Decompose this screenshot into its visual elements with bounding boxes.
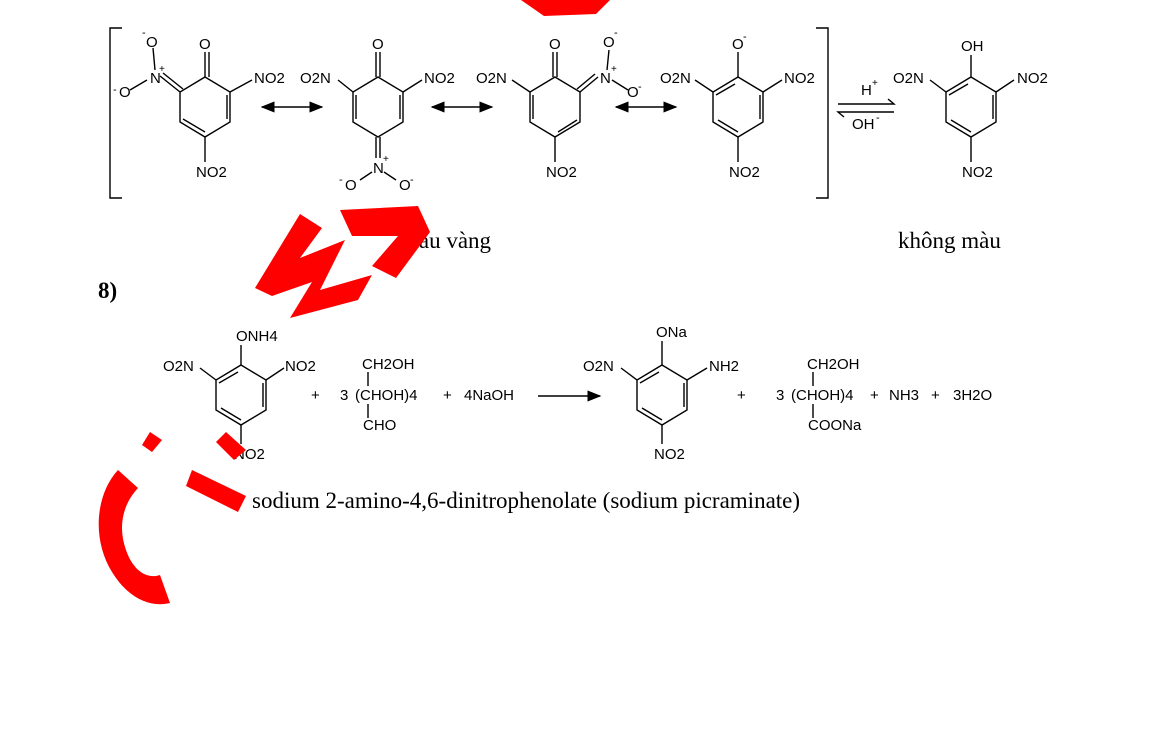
colorless-label: không màu: [898, 228, 1001, 253]
res1-top-o: O: [199, 36, 211, 53]
res4-left-o2n: O2N: [660, 70, 691, 87]
res4-right-no2: NO2: [784, 70, 815, 87]
minus-charge: -: [410, 174, 414, 186]
res3-n-plus: N: [600, 70, 611, 87]
watermark-fragment: [142, 432, 162, 452]
picric-bottom-no2: NO2: [962, 164, 993, 181]
ammonium-picrate-onh4: ONH4: [236, 328, 278, 345]
watermark-letter-o: [98, 470, 170, 605]
res2-o-minus-left: O: [345, 177, 357, 194]
res1-o-minus-left: O: [119, 84, 131, 101]
water-product: 3H2O: [953, 387, 992, 404]
plus-charge: +: [159, 64, 165, 75]
plus-sign-1: +: [311, 387, 320, 404]
minus-charge: -: [876, 112, 880, 124]
sodium-picraminate-left-o2n: O2N: [583, 358, 614, 375]
plus-sign-4: +: [870, 387, 879, 404]
plus-sign-5: +: [931, 387, 940, 404]
ammonium-picrate-structure: [199, 345, 285, 444]
minus-charge: -: [614, 27, 618, 39]
glucose-chohn: (CHOH)4: [355, 387, 418, 404]
equilibrium-reverse-arrow: [836, 111, 894, 118]
plus-charge: +: [872, 78, 878, 89]
res1-right-no2: NO2: [254, 70, 285, 87]
ammonium-picrate-right-no2: NO2: [285, 358, 316, 375]
sodium-picraminate-bottom-no2: NO2: [654, 446, 685, 463]
glucose-coefficient: 3: [340, 387, 348, 404]
plus-charge: +: [383, 154, 389, 165]
res4-top-o-minus: O: [732, 36, 744, 53]
res2-top-o: O: [372, 36, 384, 53]
watermark-fragment: [521, 0, 610, 16]
minus-charge: -: [113, 84, 117, 96]
sodium-picraminate-ona: ONa: [656, 324, 688, 341]
resonance-structure-3: [511, 49, 629, 162]
res4-bottom-no2: NO2: [729, 164, 760, 181]
res3-bottom-no2: NO2: [546, 164, 577, 181]
res1-bottom-no2: NO2: [196, 164, 227, 181]
h-plus-label: H: [861, 82, 872, 99]
glucose-ch2oh: CH2OH: [362, 356, 415, 373]
res3-o-minus-top: O: [603, 34, 615, 51]
plus-charge: +: [611, 64, 617, 75]
res2-o-minus-right: O: [399, 177, 411, 194]
ammonium-picrate-left-o2n: O2N: [163, 358, 194, 375]
watermark-fragment: [186, 470, 246, 512]
plus-sign-3: +: [737, 387, 746, 404]
minus-charge: -: [743, 31, 747, 43]
gluconate-coona: COONa: [808, 417, 862, 434]
picric-oh: OH: [961, 38, 984, 55]
left-bracket: [109, 27, 122, 199]
watermark-fragment: [216, 432, 246, 460]
res2-left-o2n: O2N: [300, 70, 331, 87]
product-name-caption: sodium 2-amino-4,6-dinitrophenolate (sod…: [252, 488, 801, 513]
res3-o-minus-right: O: [627, 84, 639, 101]
res3-left-o2n: O2N: [476, 70, 507, 87]
glucose-cho: CHO: [363, 417, 396, 434]
watermark-letter-m: [255, 214, 372, 318]
watermark-fragment: [340, 206, 430, 278]
gluconate-chohn: (CHOH)4: [791, 387, 854, 404]
plus-sign-2: +: [443, 387, 452, 404]
naoh-reagent: 4NaOH: [464, 387, 514, 404]
right-bracket: [816, 27, 829, 199]
res3-top-o: O: [549, 36, 561, 53]
minus-charge: -: [142, 27, 146, 39]
gluconate-coefficient: 3: [776, 387, 784, 404]
resonance-structure-4: [694, 52, 783, 162]
res2-n-plus: N: [373, 160, 384, 177]
res1-o-minus-top: O: [146, 34, 158, 51]
resonance-structure-1: [129, 47, 253, 162]
section-number: 8): [98, 278, 118, 303]
minus-charge: -: [339, 174, 343, 186]
resonance-structure-2: [337, 52, 423, 181]
ammonia-product: NH3: [889, 387, 919, 404]
picric-left-o2n: O2N: [893, 70, 924, 87]
oh-minus-label: OH: [852, 116, 875, 133]
res2-right-no2: NO2: [424, 70, 455, 87]
sodium-picraminate-nh2: NH2: [709, 358, 739, 375]
minus-charge: -: [638, 81, 642, 93]
picric-acid-structure: [929, 55, 1015, 162]
picric-right-no2: NO2: [1017, 70, 1048, 87]
gluconate-ch2oh: CH2OH: [807, 356, 860, 373]
sodium-picraminate-structure: [620, 341, 708, 444]
res1-n-plus: N: [150, 70, 161, 87]
equilibrium-forward-arrow: [838, 98, 896, 105]
